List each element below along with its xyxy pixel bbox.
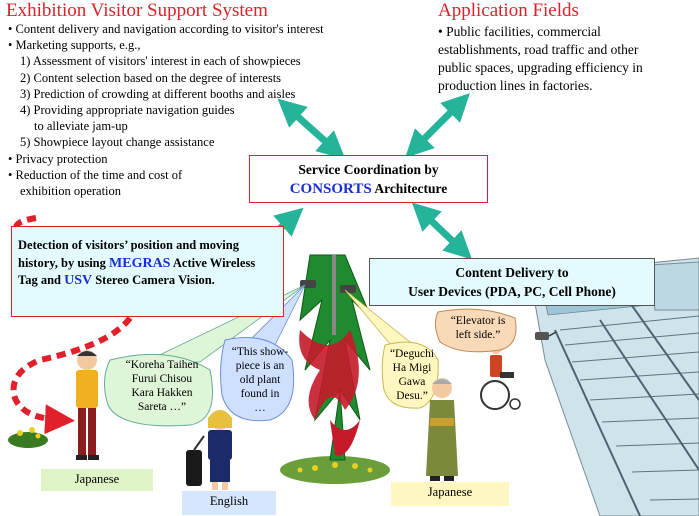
coordination-line1: Service Coordination by (298, 162, 439, 177)
caption-english: English (182, 491, 276, 515)
antenna-device-icon (535, 331, 557, 340)
usv-highlight: USV (64, 273, 93, 288)
bubble-line: Desu.” (396, 390, 428, 402)
consorts-highlight: CONSORTS (289, 181, 372, 197)
content-delivery-box: Content Delivery to User Devices (PDA, P… (369, 258, 655, 306)
list-item: 5) Showpiece layout change assistance (20, 135, 215, 150)
detection-text-1: Detection of visitors’ position and movi… (18, 238, 239, 270)
bubble-line: found in (240, 388, 280, 400)
caption-japanese2: Japanese (391, 482, 509, 506)
arrow-coordination-left (277, 98, 346, 160)
bush-illustration (8, 427, 48, 448)
bubble-line: old plant (239, 374, 281, 386)
japanese-visitor-1-illustration (76, 350, 99, 460)
coordination-rest: Architecture (371, 181, 448, 196)
speech-bubble-japanese1 (104, 353, 213, 427)
speech-bubble-japanese2 (381, 341, 439, 409)
right-panel-title: Application Fields (438, 0, 579, 21)
bubble-line: Furui Chisou (131, 373, 193, 385)
list-item: exhibition operation (20, 184, 122, 199)
left-panel-title: Exhibition Visitor Support System (6, 0, 268, 21)
detection-text-3: Stereo Camera Vision. (92, 273, 215, 287)
plant-exhibit-illustration (280, 254, 390, 484)
movement-trail-top (13, 215, 37, 234)
bubble-text-english: “This show- piece is an old plant found … (224, 345, 296, 415)
delivery-line2: User Devices (PDA, PC, Cell Phone) (408, 284, 616, 299)
right-panel-line: establishments, road traffic and other (438, 42, 639, 57)
japanese-visitor-2-illustration (426, 378, 458, 481)
bubble-line: Ha Migi (392, 362, 432, 374)
delivery-line1: Content Delivery to (455, 265, 569, 280)
bubble-line: “Koreha Taihen (125, 359, 199, 371)
list-item: 2) Content selection based on the degree… (20, 70, 282, 85)
bubble-line: “This show- (231, 346, 289, 358)
bubble-line: left side.” (455, 329, 501, 341)
bubble-line: … (254, 402, 266, 414)
bubble-text-japanese1: “Koreha Taihen Furui Chisou Kara Hakken … (112, 358, 212, 414)
service-coordination-box: Service Coordination by CONSORTS Archite… (249, 155, 488, 203)
list-item: 4) Providing appropriate navigation guid… (20, 103, 235, 118)
bubble-text-elevator: “Elevator is left side.” (438, 314, 518, 342)
coordination-line2: CONSORTS Architecture (250, 179, 487, 199)
right-panel-text: • Public facilities, commercial establis… (438, 23, 643, 95)
list-item: • Content delivery and navigation accord… (8, 22, 324, 36)
list-item: • Marketing supports, e.g., (8, 38, 141, 53)
arrow-delivery (411, 202, 473, 260)
left-panel-list: • Content delivery and navigation accord… (8, 21, 324, 199)
right-panel-line: public spaces, upgrading efficiency in (438, 60, 643, 75)
bubble-line: “Elevator is (450, 315, 506, 327)
bubble-line: Kara Hakken (131, 387, 193, 399)
arrow-coordination-right (405, 93, 470, 158)
right-panel-line: production lines in factories. (438, 78, 593, 93)
speech-bubble-english (220, 337, 295, 422)
speech-bubble-elevator (434, 308, 517, 353)
right-panel-line: • Public facilities, commercial (438, 24, 601, 39)
list-item: to alleviate jam-up (34, 119, 128, 134)
list-item: 1) Assessment of visitors' interest in e… (20, 54, 301, 69)
megras-highlight: MEGRAS (109, 255, 171, 271)
bubble-line: Gawa (398, 376, 426, 388)
detection-box: Detection of visitors’ position and movi… (11, 226, 284, 317)
detection-text-2: Active Wireless Tag and (18, 255, 256, 288)
list-item: 3) Prediction of crowding at different b… (20, 86, 296, 101)
bubble-text-japanese2: “Deguchi Ha Migi Gawa Desu.” (384, 347, 440, 403)
bubble-line: piece is an (235, 360, 285, 372)
list-item: • Privacy protection (8, 151, 108, 166)
movement-trail-bottom (10, 316, 133, 435)
english-visitor-illustration (186, 410, 232, 490)
bubble-line: Sareta …” (137, 401, 187, 413)
caption-japanese1: Japanese (41, 469, 153, 491)
bubble-line: “Deguchi (389, 348, 435, 360)
list-item: • Reduction of the time and cost of (8, 167, 183, 182)
